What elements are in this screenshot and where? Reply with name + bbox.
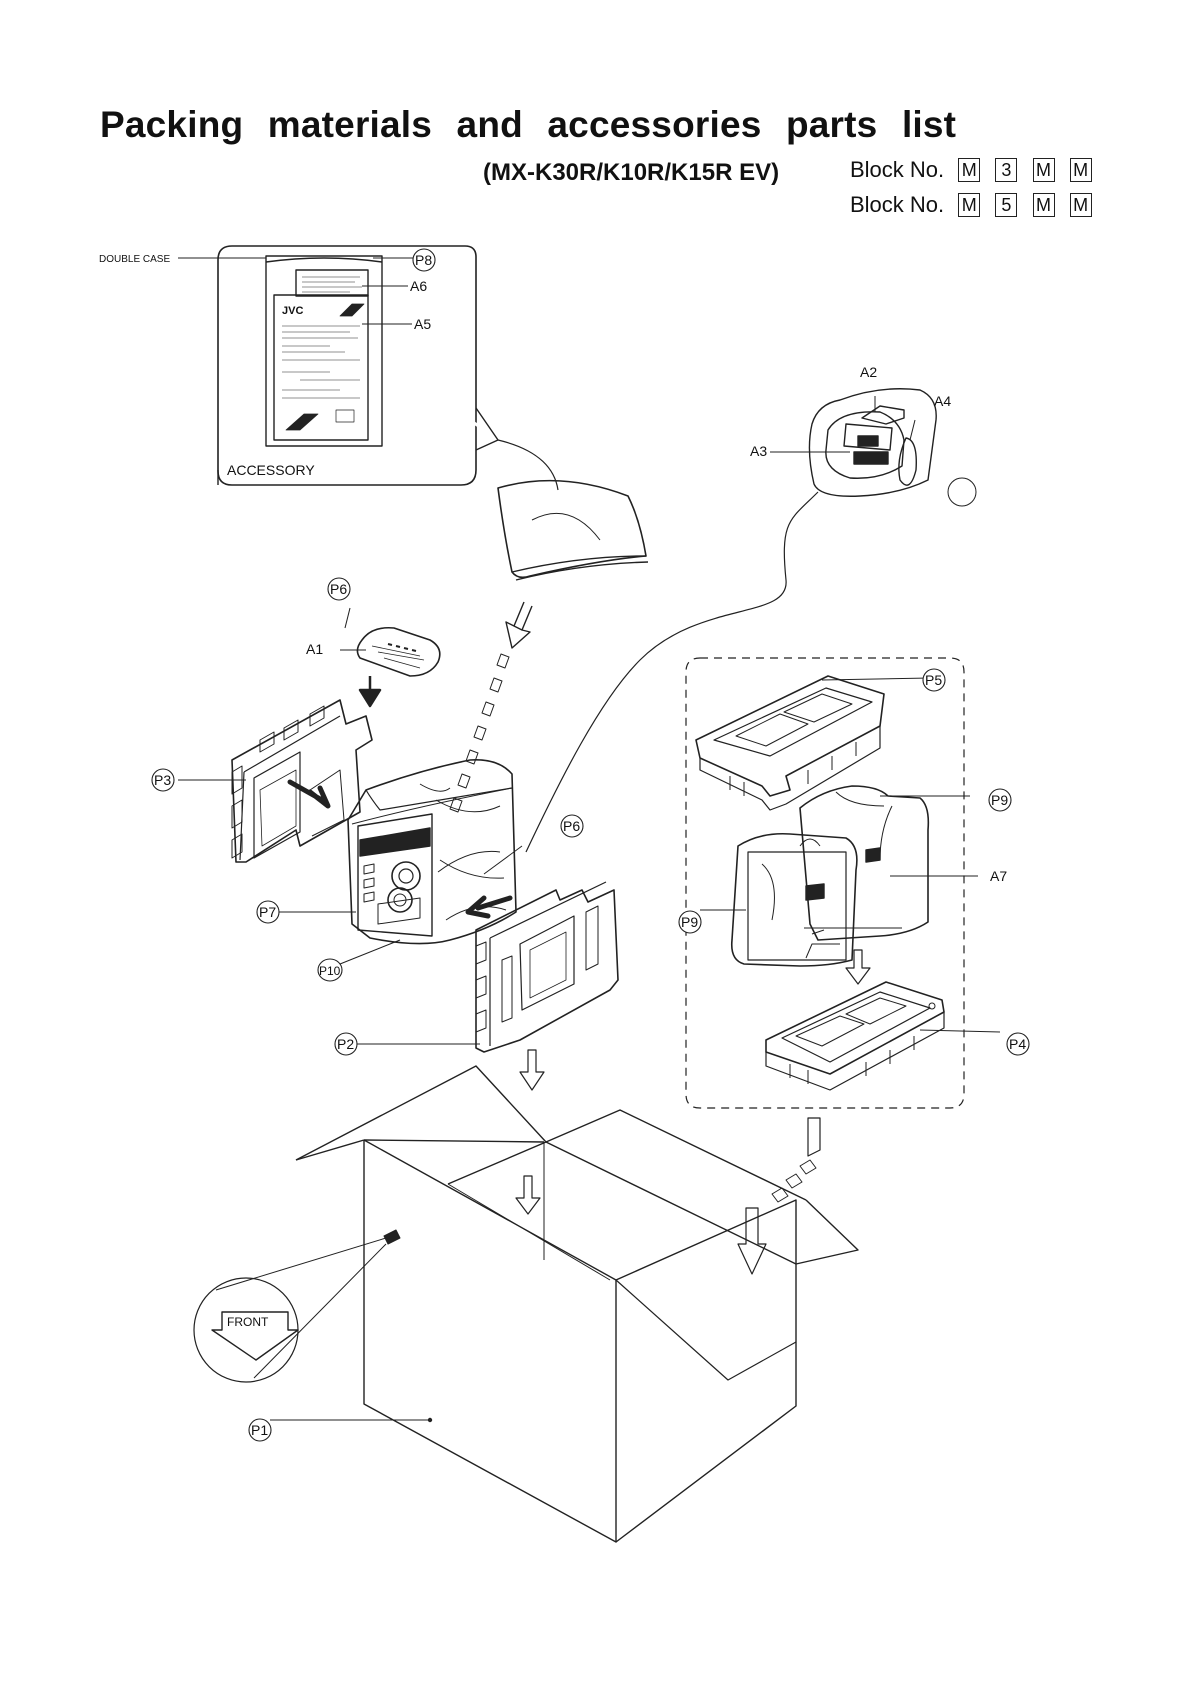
part-labels: P8 A6 A5 A2 A4 A3 P6 A1 P3 P6 P7 P10 P2 …	[152, 249, 1029, 1441]
arrow-down-icon	[520, 1050, 544, 1090]
label-a1: A1	[306, 641, 323, 657]
label-p9-left: P9	[681, 914, 698, 930]
label-a6: A6	[410, 278, 427, 294]
remote-control	[340, 608, 440, 676]
label-a3: A3	[750, 443, 767, 459]
double-case-bag	[266, 256, 382, 446]
shipping-carton	[270, 1066, 858, 1542]
label-p6-top: P6	[330, 581, 347, 597]
label-p9-top: P9	[991, 792, 1008, 808]
accessory-label: ACCESSORY	[227, 462, 315, 478]
label-a7: A7	[990, 868, 1007, 884]
label-p3: P3	[154, 772, 171, 788]
label-p4: P4	[1009, 1036, 1026, 1052]
brand-logo: JVC	[282, 305, 303, 317]
dashed-arrow-speakers	[738, 1118, 820, 1274]
label-p6-right: P6	[563, 818, 580, 834]
label-p7: P7	[259, 904, 276, 920]
label-p2: P2	[337, 1036, 354, 1052]
dashed-arrow-accessory	[450, 602, 532, 812]
front-label: FRONT	[227, 1315, 269, 1329]
left-foam-endcap	[178, 700, 372, 862]
accessory-pack	[498, 481, 648, 580]
label-p10: P10	[319, 964, 341, 978]
double-case-label: DOUBLE CASE	[99, 254, 170, 265]
label-p1: P1	[251, 1422, 268, 1438]
label-p5: P5	[925, 672, 942, 688]
right-foam-endcap	[356, 846, 618, 1052]
accessory-callout: JVC DOUBLE CASE ACCESSORY	[99, 246, 498, 485]
label-p8: P8	[415, 252, 432, 268]
label-a2: A2	[860, 364, 877, 380]
speaker-group	[686, 658, 1000, 1108]
label-a4: A4	[934, 393, 951, 409]
label-a5: A5	[414, 316, 431, 332]
front-indicator: FRONT	[194, 1238, 386, 1382]
